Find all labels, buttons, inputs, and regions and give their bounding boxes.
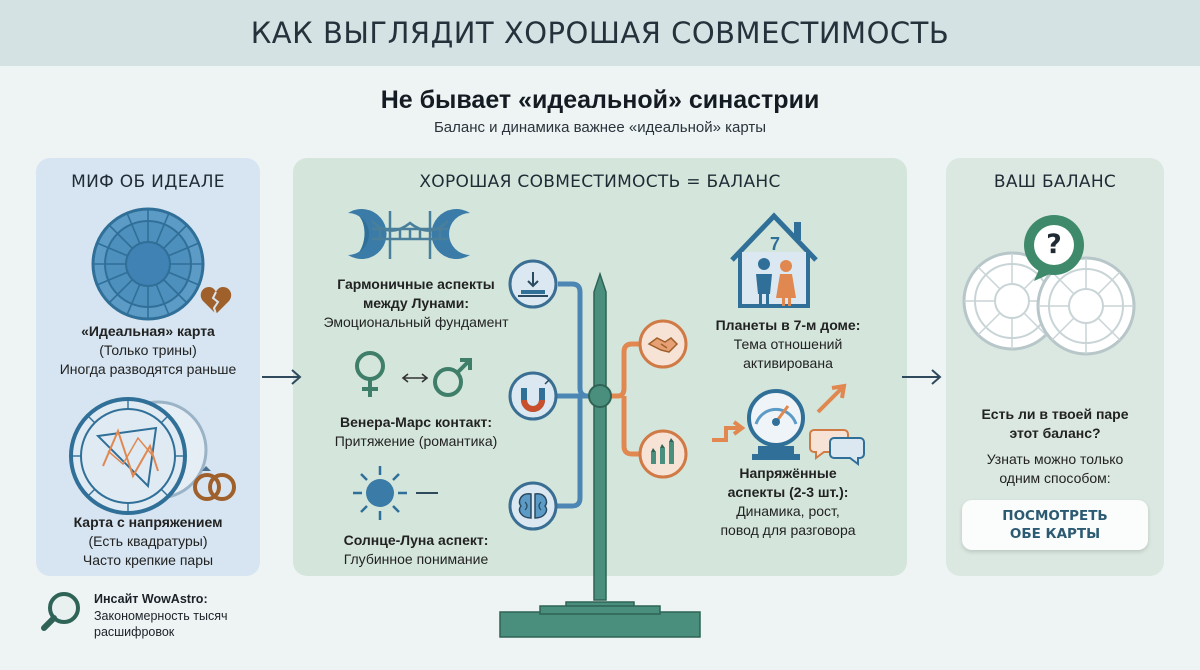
tension-chart-title: Карта с напряжением [73, 514, 223, 530]
tense-aspects-title-1: Напряжённые [739, 465, 837, 481]
insight-line-1: Закономерность тысяч [94, 609, 228, 623]
moons-title-1: Гармоничные аспекты [337, 276, 495, 292]
seventh-house-title: Планеты в 7-м доме: [715, 317, 861, 333]
balance-hint-1: Узнать можно только [986, 451, 1124, 467]
tense-aspects-title-2: аспекты (2-3 шт.): [727, 484, 849, 500]
sun-icon [353, 466, 407, 520]
double-arrow-icon [401, 373, 429, 383]
venus-mars-title: Венера-Марс контакт: [340, 414, 492, 430]
sun-moon-caption: Солнце-Луна аспект: Глубинное понимание [296, 531, 536, 569]
myth-panel-title: МИФ ОБ ИДЕАЛЕ [71, 172, 225, 192]
tension-arrows-icon [712, 383, 847, 442]
venus-mars-desc: Притяжение (романтика) [334, 433, 498, 449]
ideal-chart-line2: Иногда разводятся раньше [59, 361, 237, 377]
mars-icon [433, 358, 472, 397]
moons-title-2: между Лунами: [362, 295, 470, 311]
arrow-right-icon [262, 369, 302, 385]
ideal-chart-caption: «Идеальная» карта (Только трины) Иногда … [40, 322, 256, 379]
person-icon [776, 260, 796, 306]
ideal-chart-title: «Идеальная» карта [81, 323, 215, 339]
moons-desc: Эмоциональный фундамент [323, 314, 509, 330]
tension-chart-line1: (Есть квадратуры) [88, 533, 208, 549]
balance-question-1: Есть ли в твоей паре [981, 406, 1129, 422]
page-header: КАК ВЫГЛЯДИТ ХОРОШАЯ СОВМЕСТИМОСТЬ [0, 0, 1200, 66]
cta-line-1: ПОСМОТРЕТЬ [1002, 508, 1108, 524]
intro-subtitle: Баланс и динамика важнее «идеальной» кар… [433, 119, 767, 136]
insight-line-2: расшифровок [94, 625, 175, 639]
your-balance-panel-title: ВАШ БАЛАНС [993, 172, 1117, 192]
tense-aspects-desc-1: Динамика, рост, [736, 503, 840, 519]
balance-hint-2: одним способом: [999, 470, 1111, 486]
tension-chart-line2: Часто крепкие пары [82, 552, 214, 568]
balance-question-2: этот баланс? [1009, 425, 1101, 441]
chat-bubbles-icon [809, 429, 865, 466]
house-icon [730, 212, 818, 308]
ideal-chart-line1: (Только трины) [99, 342, 197, 358]
bridge-icon [348, 209, 470, 259]
broken-heart-icon [200, 287, 232, 315]
wedding-rings-icon [193, 466, 236, 501]
balance-question: Есть ли в твоей паре этот баланс? [950, 405, 1160, 443]
person-icon [756, 258, 772, 306]
balance-hint: Узнать можно только одним способом: [950, 450, 1160, 488]
tense-aspects-desc-2: повод для разговора [720, 522, 856, 538]
intro-title: Не бывает «идеальной» синастрии [380, 86, 820, 114]
scales-icon [499, 271, 701, 638]
seventh-house-desc-1: Тема отношений [733, 336, 843, 352]
magnifier-icon [41, 592, 80, 631]
handshake-icon [638, 319, 688, 369]
view-both-charts-button[interactable]: ПОСМОТРЕТЬ ОБЕ КАРТЫ [962, 500, 1148, 550]
tension-chart-wheel-icon [69, 397, 208, 515]
seventh-house-caption: Планеты в 7-м доме: Тема отношений актив… [690, 316, 886, 373]
tense-aspects-caption: Напряжённые аспекты (2-3 шт.): Динамика,… [690, 464, 886, 540]
balance-panel-title: ХОРОШАЯ СОВМЕСТИМОСТЬ = БАЛАНС [419, 172, 781, 192]
insight-text: Закономерность тысяч расшифровок [94, 608, 264, 640]
crescent-moon-icon [456, 469, 480, 517]
ideal-chart-wheel-icon [91, 207, 205, 321]
cta-line-2: ОБЕ КАРТЫ [1009, 526, 1101, 542]
venus-mars-caption: Венера-Марс контакт: Притяжение (романти… [296, 413, 536, 451]
magnet-icon [508, 371, 558, 421]
question-mark: ? [1046, 229, 1062, 260]
question-bubble-icon [1024, 215, 1084, 281]
page-title: КАК ВЫГЛЯДИТ ХОРОШАЯ СОВМЕСТИМОСТЬ [250, 16, 950, 50]
balance-base-icon [508, 259, 558, 309]
arrow-right-icon [902, 369, 942, 385]
sun-moon-title: Солнце-Луна аспект: [343, 532, 489, 548]
gauge-icon [747, 389, 805, 460]
tension-chart-caption: Карта с напряжением (Есть квадратуры) Ча… [40, 513, 256, 570]
moons-caption: Гармоничные аспекты между Лунами: Эмоцио… [296, 275, 536, 332]
sun-moon-desc: Глубинное понимание [343, 551, 489, 567]
seventh-house-desc-2: активирована [743, 355, 833, 371]
house-number: 7 [769, 234, 780, 254]
your-chart-wheel-icon [1036, 256, 1136, 356]
brain-icon [508, 481, 558, 531]
growth-arrows-icon [638, 429, 688, 479]
insight-title: Инсайт WowAstro: [94, 592, 208, 606]
venus-icon [355, 351, 385, 397]
